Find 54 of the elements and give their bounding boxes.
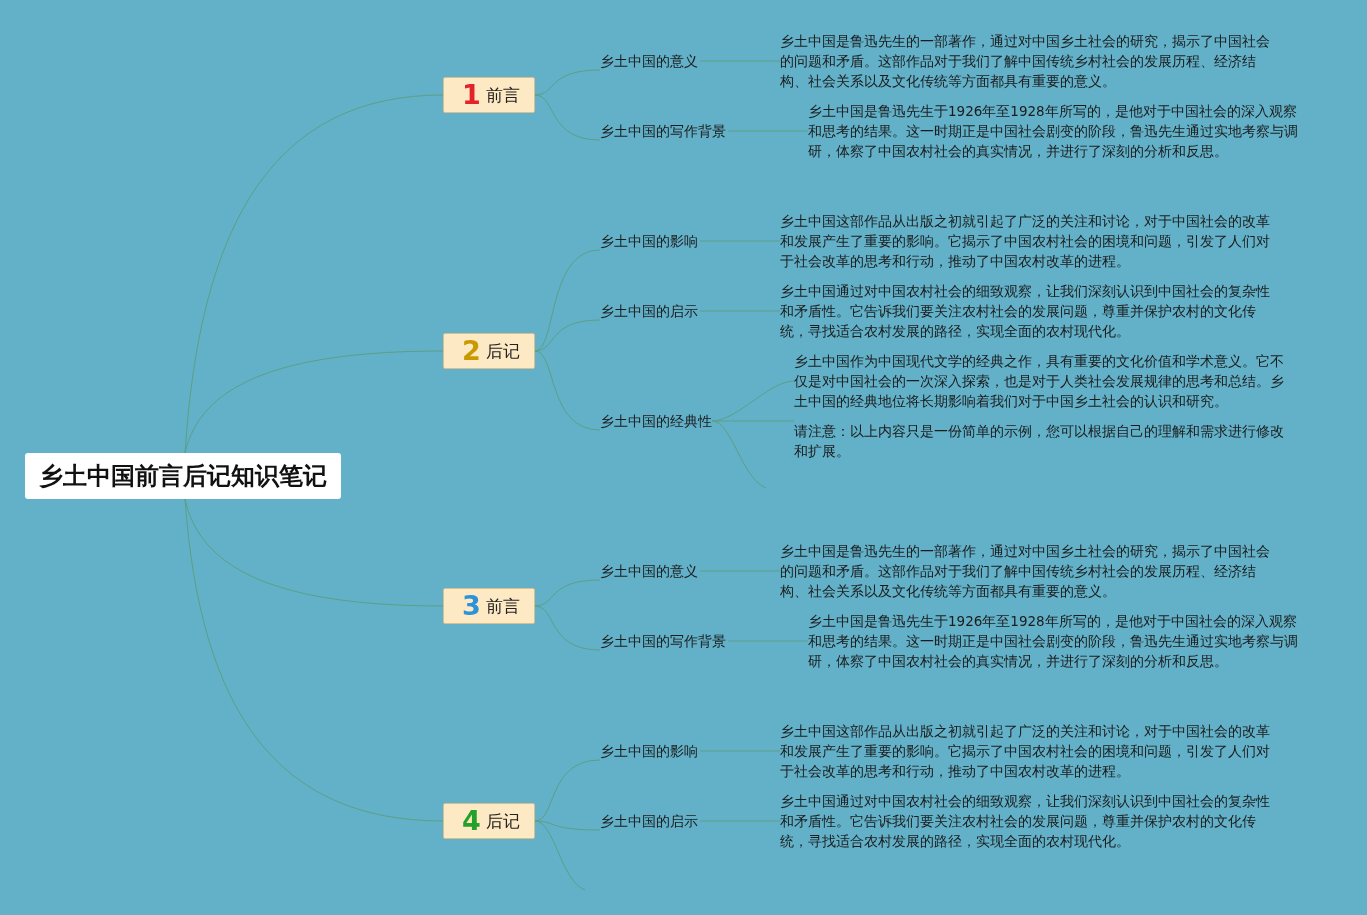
topic-label: 乡土中国的意义 — [600, 52, 698, 70]
connector-line — [534, 319, 601, 352]
connector-line — [711, 420, 767, 489]
topic-label: 乡土中国的启示 — [600, 302, 698, 320]
connector-line — [699, 60, 781, 62]
connector-line — [699, 240, 781, 242]
topic-label: 乡土中国的影响 — [600, 742, 698, 760]
branch-number: 3 — [462, 592, 481, 620]
description-text: 乡土中国作为中国现代文学的经典之作，具有重要的文化价值和学术意义。它不仅是对中国社会的一次深入探索，也是对于人类社会发展规律的思考和总结。乡土中国的经典地位将长期影响着我们对于中国乡土社会的认识和研究。 — [794, 351, 1294, 411]
branch-label: 后记 — [485, 809, 520, 833]
connector-line — [184, 498, 444, 822]
connector-line — [699, 820, 781, 822]
central-topic-box: 乡土中国前言后记知识笔记 — [25, 453, 341, 499]
connector-line — [727, 640, 809, 642]
connector-line — [534, 605, 601, 651]
branch-box — [443, 588, 535, 624]
topic-label: 乡土中国的影响 — [600, 232, 698, 250]
topic-label: 乡土中国的意义 — [600, 562, 698, 580]
description-text: 乡土中国通过对中国农村社会的细致观察，让我们深刻认识到中国社会的复杂性和矛盾性。它告诉我们要关注农村社会的发展问题，尊重并保护农村的文化传统，寻找适合农村发展的路径，实现全面的农村现代化。 — [780, 281, 1280, 341]
description-text: 乡土中国这部作品从出版之初就引起了广泛的关注和讨论，对于中国社会的改革和发展产生了重要的影响。它揭示了中国农村社会的困境和问题，引发了人们对于社会改革的思考和行动，推动了中国农村改革的进程。 — [780, 211, 1280, 271]
description-text: 乡土中国是鲁迅先生于1926年至1928年所写的，是他对于中国社会的深入观察和思考的结果。这一时期正是中国社会剧变的阶段，鲁迅先生通过实地考察与调研，体察了中国农村社会的真实情况，并进行了深刻的分析和反思。 — [808, 101, 1308, 161]
topic-label: 乡土中国的写作背景 — [600, 632, 726, 650]
branch-label: 前言 — [485, 83, 520, 107]
branch-label: 前言 — [485, 594, 520, 618]
connector-line — [534, 759, 601, 822]
branch-number: 4 — [462, 807, 481, 835]
branch-number: 1 — [462, 81, 481, 109]
connector-line — [699, 570, 781, 572]
branch-box — [443, 333, 535, 369]
connector-line — [711, 380, 795, 422]
description-text: 乡土中国是鲁迅先生的一部著作，通过对中国乡土社会的研究，揭示了中国社会的问题和矛盾。这部作品对于我们了解中国传统乡村社会的发展历程、经济结构、社会关系以及文化传统等方面都具有重要的意义。 — [780, 31, 1280, 91]
connector-line — [713, 420, 795, 422]
connector-line — [534, 820, 586, 891]
connector-line — [184, 350, 444, 454]
branch-box — [443, 803, 535, 839]
topic-label: 乡土中国的写作背景 — [600, 122, 726, 140]
connector-line — [534, 350, 601, 431]
connector-line — [534, 69, 601, 96]
branch-number: 2 — [462, 337, 481, 365]
description-text: 乡土中国是鲁迅先生的一部著作，通过对中国乡土社会的研究，揭示了中国社会的问题和矛盾。这部作品对于我们了解中国传统乡村社会的发展历程、经济结构、社会关系以及文化传统等方面都具有重要的意义。 — [780, 541, 1280, 601]
connector-line — [727, 130, 809, 132]
branch-label: 后记 — [485, 339, 520, 363]
topic-label: 乡土中国的启示 — [600, 812, 698, 830]
description-text: 乡土中国通过对中国农村社会的细致观察，让我们深刻认识到中国社会的复杂性和矛盾性。它告诉我们要关注农村社会的发展问题，尊重并保护农村的文化传统，寻找适合农村发展的路径，实现全面的农村现代化。 — [780, 791, 1280, 851]
topic-label: 乡土中国的经典性 — [600, 412, 712, 430]
branch-box — [443, 77, 535, 113]
description-text: 请注意：以上内容只是一份简单的示例，您可以根据自己的理解和需求进行修改和扩展。 — [794, 421, 1294, 461]
connector-line — [184, 94, 444, 454]
description-text: 乡土中国是鲁迅先生于1926年至1928年所写的，是他对于中国社会的深入观察和思考的结果。这一时期正是中国社会剧变的阶段，鲁迅先生通过实地考察与调研，体察了中国农村社会的真实情况，并进行了深刻的分析和反思。 — [808, 611, 1308, 671]
connector-line — [699, 750, 781, 752]
connector-line — [534, 94, 601, 141]
description-text: 乡土中国这部作品从出版之初就引起了广泛的关注和讨论，对于中国社会的改革和发展产生了重要的影响。它揭示了中国农村社会的困境和问题，引发了人们对于社会改革的思考和行动，推动了中国农村改革的进程。 — [780, 721, 1280, 781]
connector-line — [699, 310, 781, 312]
connector-line — [534, 579, 601, 607]
